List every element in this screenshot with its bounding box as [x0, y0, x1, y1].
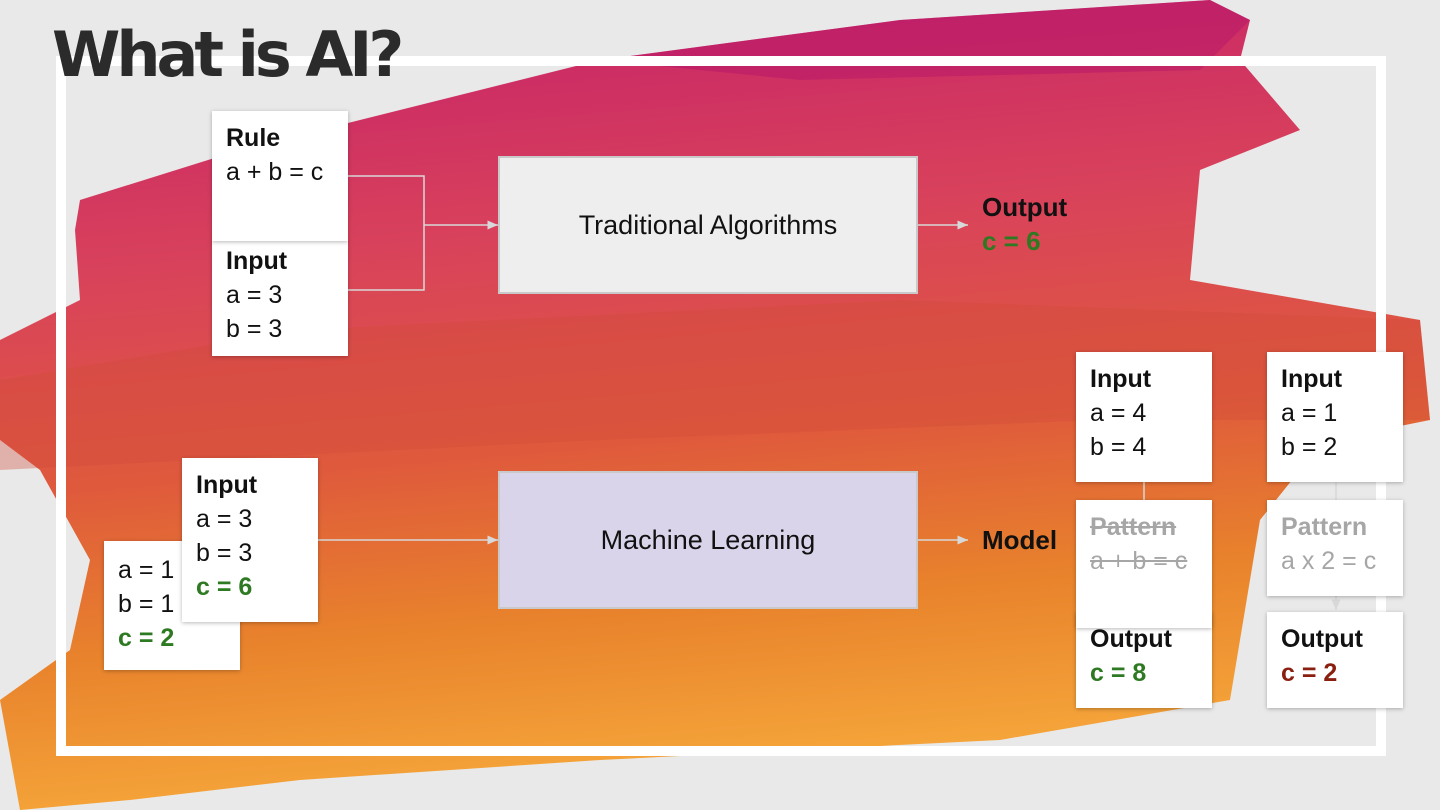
example1-pattern-expression: a + b = c: [1090, 547, 1188, 575]
traditional-output: Output c = 6: [982, 190, 1067, 258]
example2-input-card: Input a = 1 b = 2: [1267, 352, 1403, 482]
input-b-value: b = 3: [226, 315, 283, 343]
example1-pattern-heading: Pattern: [1090, 513, 1177, 541]
example1-input-card: Input a = 4 b = 4: [1076, 352, 1212, 482]
front-card-heading: Input: [196, 471, 258, 499]
example2-pattern-card: Pattern a x 2 = c: [1267, 500, 1403, 596]
input-heading: Input: [226, 247, 288, 275]
example1-output-card: Output c = 8: [1076, 612, 1212, 708]
front-card-b-value: b = 3: [196, 539, 253, 567]
example2-pattern-expression: a x 2 = c: [1281, 547, 1377, 575]
example2-output-heading: Output: [1281, 625, 1363, 653]
traditional-output-value: c = 6: [982, 226, 1041, 256]
input-a-value: a = 3: [226, 281, 283, 309]
rule-card: Rule a + b = c: [212, 111, 348, 241]
back-card-c-value: c = 2: [118, 624, 175, 652]
model-label: Model: [982, 525, 1058, 555]
example1-output-heading: Output: [1090, 625, 1172, 653]
example2-output-value: c = 2: [1281, 659, 1338, 687]
back-card-a-value: a = 1: [118, 556, 175, 584]
machine-learning-label: Machine Learning: [600, 524, 816, 555]
front-card-a-value: a = 3: [196, 505, 253, 533]
example2-output-card: Output c = 2: [1267, 612, 1403, 708]
traditional-algorithms-label: Traditional Algorithms: [578, 209, 838, 240]
back-card-b-value: b = 1: [118, 590, 175, 618]
example2-input-heading: Input: [1281, 365, 1343, 393]
example2-pattern-heading: Pattern: [1281, 513, 1368, 541]
traditional-output-heading: Output: [982, 192, 1068, 222]
example1-pattern-card: Pattern a + b = c: [1076, 500, 1212, 628]
front-card-c-value: c = 6: [196, 573, 253, 601]
page-title: What is AI?: [52, 18, 404, 91]
traditional-algorithms-box: Traditional Algorithms: [498, 156, 918, 294]
example1-input-heading: Input: [1090, 365, 1152, 393]
example1-input-a: a = 4: [1090, 399, 1147, 427]
example1-output-value: c = 8: [1090, 659, 1147, 687]
rule-connector: [348, 175, 425, 291]
example2-input-b: b = 2: [1281, 433, 1338, 461]
machine-learning-box: Machine Learning: [498, 471, 918, 609]
example2-input-a: a = 1: [1281, 399, 1338, 427]
input-card: Input a = 3 b = 3: [212, 240, 348, 356]
training-example-front-card: Input a = 3 b = 3 c = 6: [182, 458, 318, 622]
example1-input-b: b = 4: [1090, 433, 1147, 461]
rule-expression: a + b = c: [226, 158, 324, 186]
rule-heading: Rule: [226, 124, 281, 152]
